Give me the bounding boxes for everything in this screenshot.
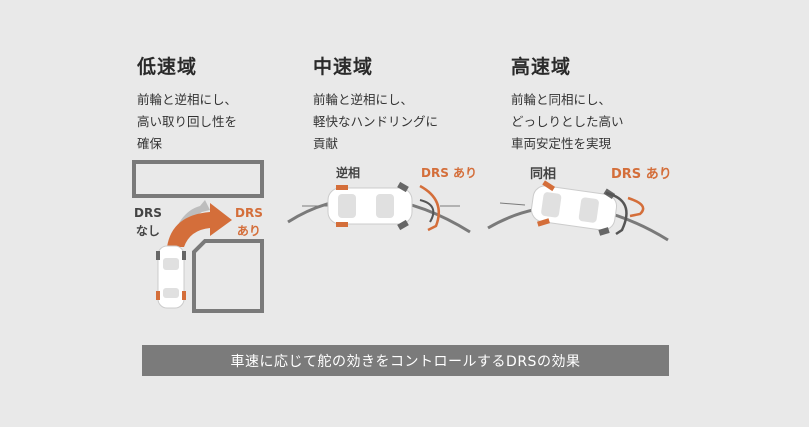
section-description: 前輪と同相にし、 どっしりとした高い 車両安定性を実現 (511, 89, 624, 155)
description-line: 前輪と逆相にし、 (137, 92, 238, 107)
label-line: DRS (235, 206, 263, 220)
car-icon (327, 181, 413, 231)
description-line: 貢献 (313, 136, 339, 151)
section-mid-speed: 中速域 前輪と逆相にし、 軽快なハンドリングに 貢献 (313, 52, 438, 155)
description-line: 軽快なハンドリングに (313, 114, 439, 129)
description-line: 車両安定性を実現 (511, 136, 612, 151)
description-line: どっしりとした高い (511, 114, 624, 129)
high-speed-illustration (487, 180, 669, 242)
caption-banner: 車速に応じて舵の効きをコントロールするDRSの効果 (142, 345, 669, 376)
label-same-phase: 同相 (530, 167, 557, 182)
car-icon (156, 245, 186, 309)
label-opposite-phase: 逆相 (336, 166, 361, 180)
label-with-drs: DRS あり (421, 166, 478, 180)
car-icon (530, 180, 618, 236)
rotation-arrow-dark (419, 199, 435, 223)
rotation-arrow-orange (419, 184, 440, 232)
arrow-with-drs (167, 203, 232, 247)
section-low-speed: 低速域 前輪と逆相にし、 高い取り回し性を 確保 (137, 52, 237, 155)
description-line: 前輪と逆相にし、 (313, 92, 414, 107)
rotation-arrow-dark (605, 191, 628, 236)
description-line: 高い取り回し性を (137, 114, 238, 129)
label-with-drs: DRS あり (611, 167, 672, 182)
section-description: 前輪と逆相にし、 高い取り回し性を 確保 (137, 89, 237, 155)
label-without-drs: DRS なし (134, 204, 162, 240)
label-line: あり (236, 224, 261, 238)
section-description: 前輪と逆相にし、 軽快なハンドリングに 貢献 (313, 89, 438, 155)
mid-speed-illustration (287, 181, 471, 234)
description-line: 前輪と同相にし、 (511, 92, 612, 107)
rotation-arrow-orange (627, 196, 645, 218)
section-title: 高速域 (511, 56, 572, 78)
section-title: 低速域 (137, 56, 198, 78)
low-speed-illustration (132, 160, 264, 313)
label-line: DRS (134, 206, 162, 220)
building-block-top (132, 160, 264, 198)
building-block-bottom (192, 239, 264, 313)
description-line: 確保 (137, 136, 163, 151)
section-high-speed: 高速域 前輪と同相にし、 どっしりとした高い 車両安定性を実現 (511, 52, 624, 155)
section-title: 中速域 (313, 56, 374, 78)
label-with-drs: DRS あり (235, 204, 263, 240)
label-line: なし (135, 224, 160, 238)
